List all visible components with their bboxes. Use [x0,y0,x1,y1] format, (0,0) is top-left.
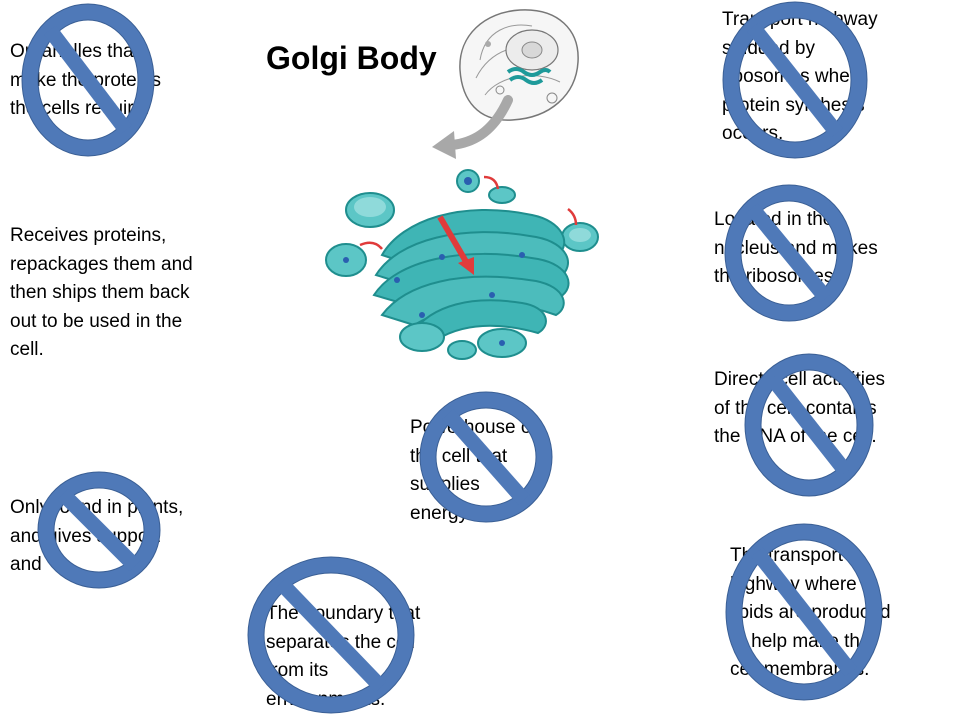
prohibit-icon [722,1,868,159]
cell-sketch-icon [459,9,579,121]
pointer-arrow-icon [432,95,513,159]
prohibit-icon [21,3,155,157]
prohibit-icon [37,471,161,589]
prohibit-icon [419,391,553,523]
prohibit-icon [247,556,415,714]
prohibit-icon [725,523,883,701]
prohibit-icon [724,184,854,322]
page-title: Golgi Body [266,40,437,76]
golgi-apparatus-icon [325,169,599,360]
clue-golgi-body: Receives proteins, repackages them and t… [10,225,193,360]
prohibit-icon [744,353,874,497]
